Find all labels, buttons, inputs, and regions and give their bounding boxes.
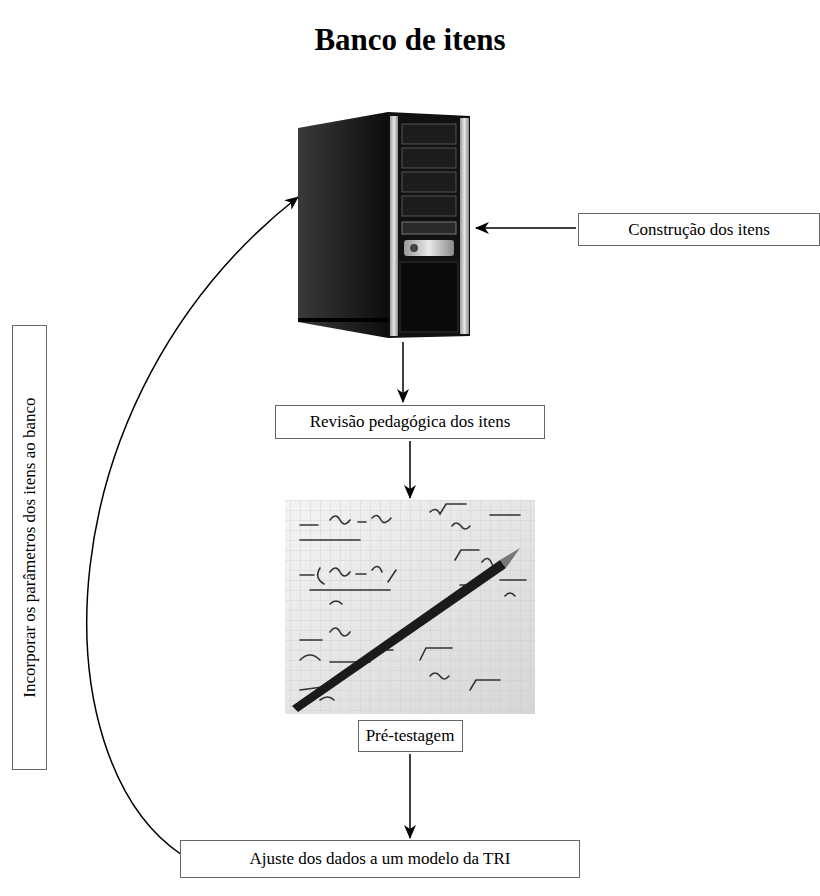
computer-illustration xyxy=(298,112,470,338)
vertical-text: Incorporar os parâmetros dos itens ao ba… xyxy=(20,325,40,770)
flow-arrow xyxy=(409,754,411,838)
process-box: Revisão pedagógica dos itens xyxy=(275,405,545,439)
process-box: Ajuste dos dados a um modelo da TRI xyxy=(180,840,580,878)
box-text: Construção dos itens xyxy=(628,220,770,240)
photo-caption: Pré-testagem xyxy=(359,726,462,746)
arrow-into-bank xyxy=(476,227,576,229)
flow-arrow xyxy=(409,441,411,498)
caption-box: Pré-testagem xyxy=(358,720,463,752)
box-text: Revisão pedagógica dos itens xyxy=(310,412,511,432)
pen xyxy=(292,560,506,712)
pretest-node: Pré-testagem xyxy=(285,500,535,752)
arrow-from-bank xyxy=(402,342,404,402)
box-text: Ajuste dos dados a um modelo da TRI xyxy=(250,849,511,869)
diagram-title: Banco de itens xyxy=(0,22,820,58)
process-box: Construção dos itens xyxy=(578,213,820,246)
vertical-label-box: Incorporar os parâmetros dos itens ao ba… xyxy=(12,325,47,770)
notes-photo xyxy=(285,500,535,714)
return-curve xyxy=(87,197,298,855)
